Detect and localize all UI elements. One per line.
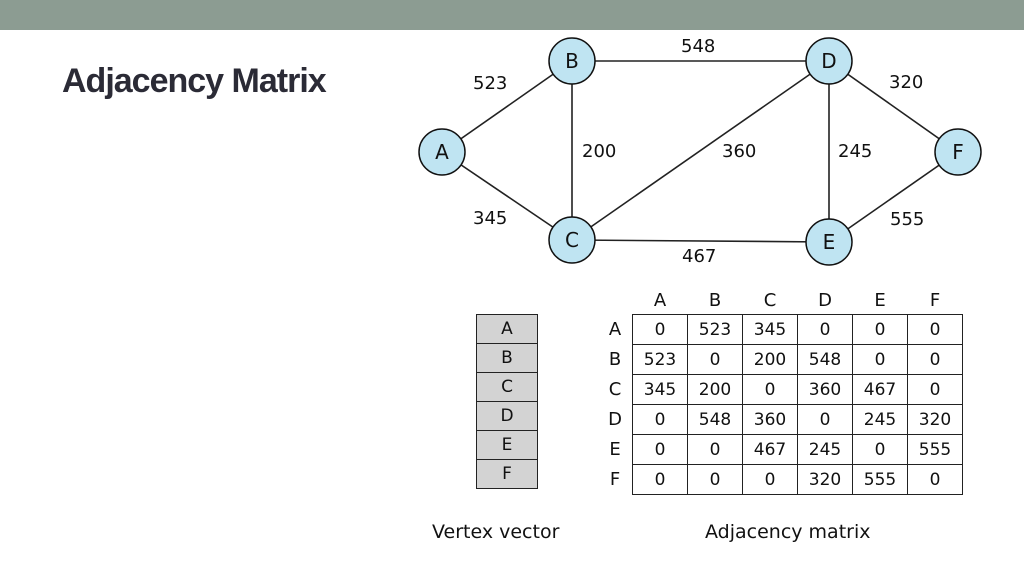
matrix-cell: 345 bbox=[742, 314, 798, 345]
matrix-cell: 523 bbox=[632, 344, 688, 375]
weight-d-f: 320 bbox=[889, 72, 923, 93]
weight-a-b: 523 bbox=[473, 73, 507, 94]
matrix-cell: 555 bbox=[852, 464, 908, 495]
vertex-cell: E bbox=[476, 430, 538, 460]
matrix-cell: 0 bbox=[632, 314, 688, 345]
vertex-cell: B bbox=[476, 343, 538, 373]
matrix-cell: 200 bbox=[742, 344, 798, 375]
column-header: B bbox=[708, 289, 722, 311]
vertex-cell: A bbox=[476, 314, 538, 344]
column-header: E bbox=[874, 289, 886, 311]
adjacency-matrix: A B C D E F A 0 523 345 0 0 0 B 523 0 20… bbox=[598, 286, 963, 495]
matrix-cell: 0 bbox=[687, 344, 743, 375]
weight-e-f: 555 bbox=[890, 209, 924, 230]
matrix-cell: 0 bbox=[632, 464, 688, 495]
weight-d-e: 245 bbox=[838, 141, 872, 162]
matrix-cell: 0 bbox=[797, 314, 853, 345]
matrix-cell: 0 bbox=[687, 434, 743, 465]
row-header: B bbox=[608, 349, 622, 370]
vertex-vector: A B C D E F bbox=[476, 314, 538, 489]
matrix-cell: 548 bbox=[687, 404, 743, 435]
adjacency-matrix-caption: Adjacency matrix bbox=[705, 521, 871, 543]
matrix-cell: 0 bbox=[907, 464, 963, 495]
matrix-cell: 245 bbox=[852, 404, 908, 435]
matrix-cell: 0 bbox=[632, 434, 688, 465]
matrix-row: A 0 523 345 0 0 0 bbox=[598, 314, 963, 345]
column-header: A bbox=[653, 289, 667, 311]
matrix-cell: 467 bbox=[852, 374, 908, 405]
edge-e-f bbox=[828, 151, 959, 243]
node-c: C bbox=[548, 216, 596, 264]
matrix-cell: 548 bbox=[797, 344, 853, 375]
weight-c-d: 360 bbox=[722, 141, 756, 162]
weight-c-e: 467 bbox=[682, 246, 716, 267]
edge-d-f bbox=[828, 60, 959, 153]
matrix-cell: 0 bbox=[907, 374, 963, 405]
matrix-cell: 200 bbox=[687, 374, 743, 405]
node-d-label: D bbox=[821, 49, 836, 73]
header-bar bbox=[0, 0, 1024, 30]
node-b-label: B bbox=[565, 49, 579, 73]
row-header: F bbox=[609, 469, 621, 490]
edge-c-d bbox=[571, 60, 830, 241]
weight-a-c: 345 bbox=[473, 208, 507, 229]
vertex-cell: F bbox=[476, 459, 538, 489]
matrix-row: D 0 548 360 0 245 320 bbox=[598, 404, 963, 435]
matrix-row: F 0 0 0 320 555 0 bbox=[598, 464, 963, 495]
edge-c-e bbox=[571, 239, 830, 243]
matrix-cell: 0 bbox=[742, 464, 798, 495]
matrix-cell: 360 bbox=[742, 404, 798, 435]
matrix-cell: 0 bbox=[907, 314, 963, 345]
row-header: E bbox=[609, 439, 621, 460]
matrix-cell: 0 bbox=[632, 404, 688, 435]
vertex-vector-caption: Vertex vector bbox=[432, 521, 560, 543]
matrix-cell: 0 bbox=[687, 464, 743, 495]
matrix-cell: 0 bbox=[852, 434, 908, 465]
node-f: F bbox=[934, 128, 982, 176]
column-header: D bbox=[818, 289, 832, 311]
matrix-corner bbox=[598, 286, 633, 315]
vertex-cell: D bbox=[476, 401, 538, 431]
slide-title: Adjacency Matrix bbox=[62, 62, 327, 100]
matrix-cell: 0 bbox=[852, 344, 908, 375]
column-header: C bbox=[763, 289, 777, 311]
matrix-cell: 523 bbox=[687, 314, 743, 345]
matrix-row: B 523 0 200 548 0 0 bbox=[598, 344, 963, 375]
matrix-cell: 0 bbox=[797, 404, 853, 435]
node-d: D bbox=[805, 37, 853, 85]
matrix-row: E 0 0 467 245 0 555 bbox=[598, 434, 963, 465]
node-f-label: F bbox=[952, 140, 964, 164]
weight-b-c: 200 bbox=[582, 141, 616, 162]
row-header: C bbox=[608, 379, 622, 400]
matrix-cell: 0 bbox=[907, 344, 963, 375]
matrix-cell: 467 bbox=[742, 434, 798, 465]
matrix-cell: 555 bbox=[907, 434, 963, 465]
vertex-cell: C bbox=[476, 372, 538, 402]
matrix-cell: 245 bbox=[797, 434, 853, 465]
matrix-cell: 0 bbox=[742, 374, 798, 405]
node-c-label: C bbox=[565, 228, 579, 252]
weight-b-d: 548 bbox=[681, 36, 715, 57]
matrix-cell: 360 bbox=[797, 374, 853, 405]
row-header: D bbox=[608, 409, 622, 430]
matrix-cell: 0 bbox=[852, 314, 908, 345]
node-a: A bbox=[418, 128, 466, 176]
row-header: A bbox=[608, 319, 622, 340]
matrix-row: C 345 200 0 360 467 0 bbox=[598, 374, 963, 405]
edge-a-b bbox=[441, 60, 573, 153]
matrix-cell: 320 bbox=[907, 404, 963, 435]
matrix-cell: 320 bbox=[797, 464, 853, 495]
matrix-cell: 345 bbox=[632, 374, 688, 405]
node-a-label: A bbox=[435, 140, 449, 164]
node-e: E bbox=[805, 218, 853, 266]
column-header: F bbox=[929, 289, 941, 311]
node-e-label: E bbox=[823, 230, 836, 254]
node-b: B bbox=[548, 37, 596, 85]
edge-a-c bbox=[441, 151, 573, 241]
